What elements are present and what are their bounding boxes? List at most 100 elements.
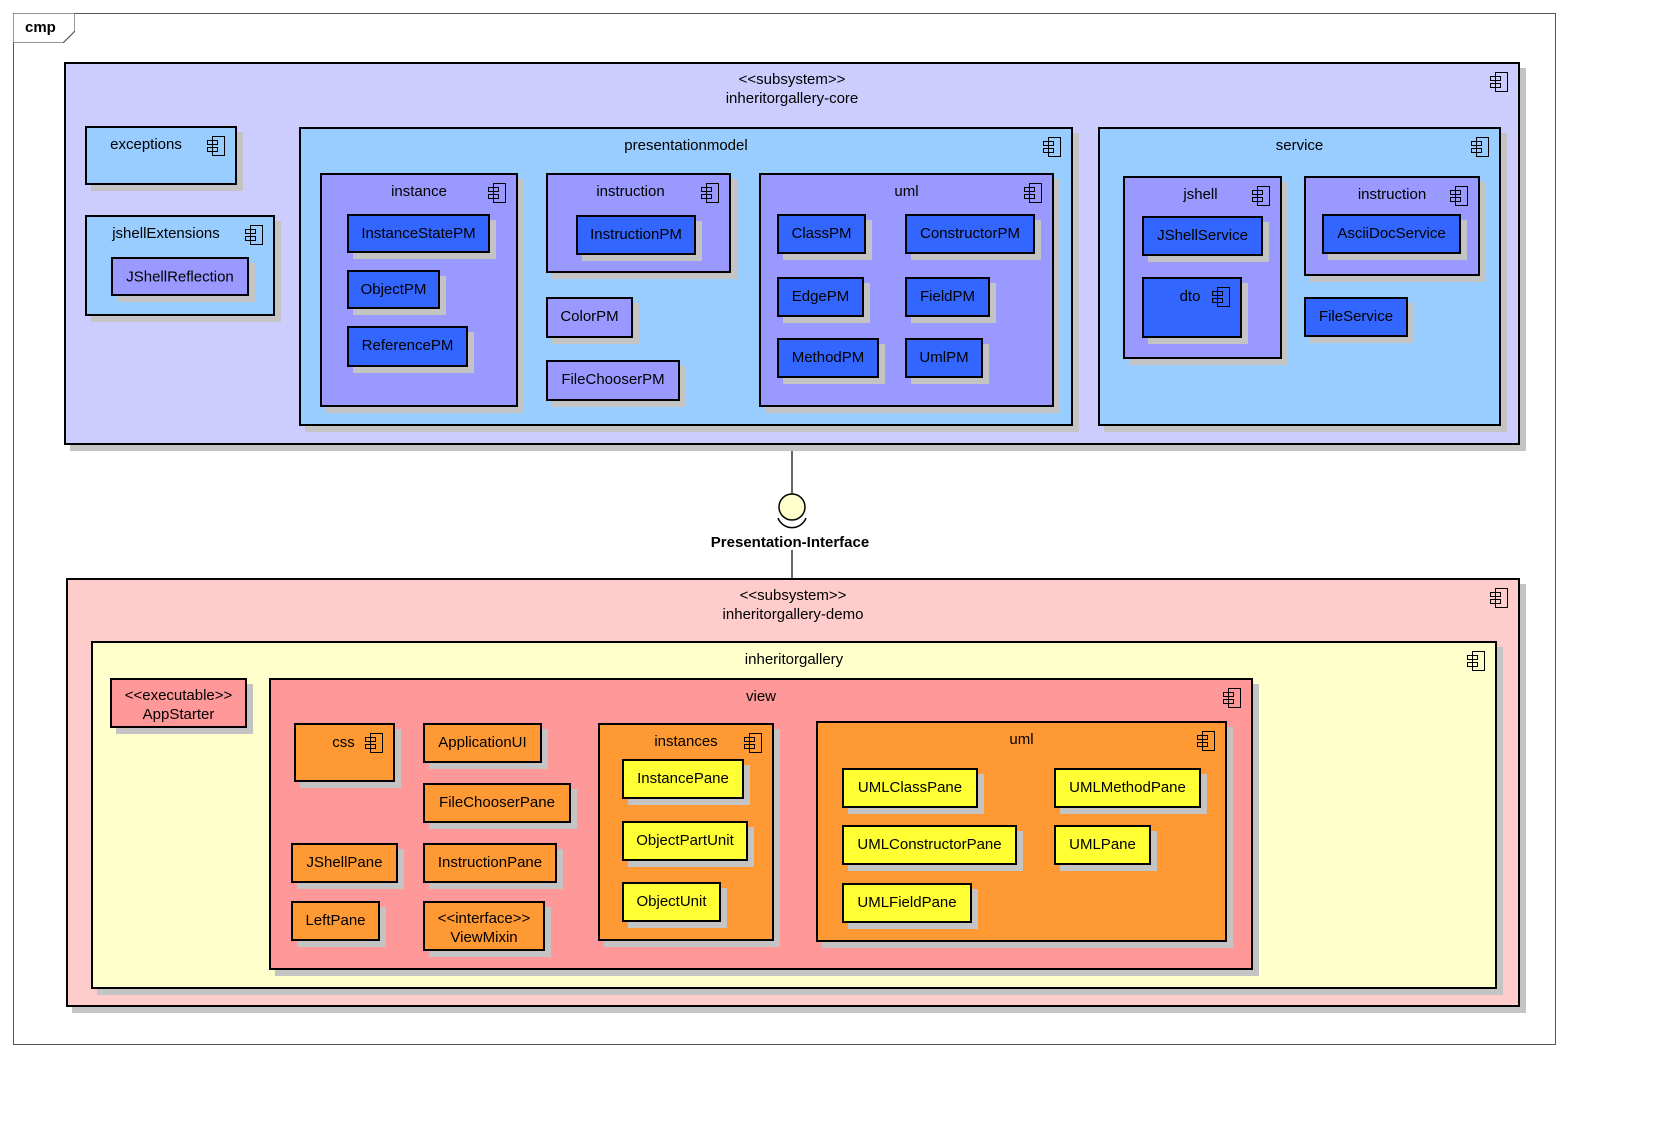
pm-instruction-label: instruction	[596, 183, 665, 200]
core-name: inheritorgallery-core	[725, 90, 859, 107]
frame-label: cmp	[25, 19, 56, 36]
umlmethodpane-component: UMLMethodPane	[1054, 768, 1201, 808]
service-label: service	[1275, 137, 1324, 154]
css-package: css	[294, 723, 395, 782]
demo-name: inheritorgallery-demo	[722, 606, 864, 623]
component-icon	[365, 733, 383, 753]
component-label: UMLFieldPane	[857, 894, 957, 911]
component-label: ReferencePM	[361, 337, 454, 354]
classpm-component: ClassPM	[777, 214, 866, 254]
component-label: FileChooserPM	[561, 371, 665, 388]
fileservice-component: FileService	[1304, 297, 1408, 337]
component-label: LeftPane	[305, 912, 366, 929]
exceptions-package: exceptions	[85, 126, 237, 185]
component-label: ClassPM	[791, 225, 852, 242]
component-label: UMLPane	[1069, 836, 1136, 853]
component-label: JShellService	[1157, 227, 1248, 244]
viewmixin-component: <<interface>> ViewMixin	[423, 901, 545, 951]
dto-package: dto	[1142, 277, 1242, 338]
component-label: MethodPM	[791, 349, 865, 366]
referencepm-component: ReferencePM	[347, 326, 468, 367]
viewmixin-stereotype: <<interface>>	[437, 910, 531, 927]
dto-label: dto	[1179, 288, 1201, 305]
umlfieldpane-component: UMLFieldPane	[842, 883, 972, 923]
objectpm-component: ObjectPM	[347, 270, 440, 309]
view-uml-label: uml	[1009, 731, 1034, 748]
component-label: ObjectPM	[360, 281, 427, 298]
service-jshell-label: jshell	[1183, 186, 1218, 203]
umlpane-component: UMLPane	[1054, 825, 1151, 865]
component-icon	[488, 183, 506, 203]
component-label: UMLConstructorPane	[857, 836, 1002, 853]
inheritorgallery-label: inheritorgallery	[744, 651, 844, 668]
instructionpm-component: InstructionPM	[576, 215, 696, 255]
component-label: ColorPM	[560, 308, 619, 325]
component-label: FileService	[1318, 308, 1394, 325]
component-icon	[245, 225, 263, 245]
component-label: UmlPM	[919, 349, 969, 366]
component-label: FileChooserPane	[439, 794, 555, 811]
component-icon	[744, 733, 762, 753]
component-label: ConstructorPM	[919, 225, 1021, 242]
jshellextensions-label: jshellExtensions	[112, 225, 220, 242]
asciidocservice-component: AsciiDocService	[1322, 214, 1461, 254]
service-instruction-label: instruction	[1357, 186, 1427, 203]
umlclasspane-component: UMLClassPane	[842, 768, 978, 808]
component-label: ObjectUnit	[636, 893, 707, 910]
component-label: UMLClassPane	[857, 779, 963, 796]
appstarter-component: <<executable>> AppStarter	[110, 678, 247, 728]
instancepane-component: InstancePane	[622, 759, 744, 799]
applicationui-component: ApplicationUI	[423, 723, 542, 763]
component-label: JShellReflection	[126, 268, 234, 285]
component-label: JShellPane	[306, 854, 383, 871]
edgepm-component: EdgePM	[777, 277, 864, 317]
demo-stereotype: <<subsystem>>	[739, 587, 847, 604]
filechooserpm-component: FileChooserPM	[546, 360, 680, 401]
component-icon	[1490, 588, 1508, 608]
instance-label: instance	[391, 183, 447, 200]
exceptions-label: exceptions	[110, 136, 182, 153]
pm-uml-label: uml	[894, 183, 919, 200]
jshellservice-component: JShellService	[1142, 216, 1263, 256]
component-icon	[1471, 137, 1489, 157]
appstarter-name: AppStarter	[142, 706, 215, 723]
appstarter-stereotype: <<executable>>	[124, 687, 233, 704]
view-label: view	[745, 688, 776, 705]
component-icon	[1212, 287, 1230, 307]
component-label: ApplicationUI	[438, 734, 527, 751]
component-label: AsciiDocService	[1337, 225, 1446, 242]
component-label: InstancePane	[637, 770, 729, 787]
component-label: ObjectPartUnit	[636, 832, 734, 849]
component-icon	[701, 183, 719, 203]
instructionpane-component: InstructionPane	[423, 843, 557, 883]
component-icon	[1024, 183, 1042, 203]
filechooserpane-component: FileChooserPane	[423, 783, 571, 823]
component-icon	[1252, 186, 1270, 206]
component-icon	[1043, 137, 1061, 157]
core-stereotype: <<subsystem>>	[738, 71, 846, 88]
component-icon	[1490, 72, 1508, 92]
component-icon	[1223, 688, 1241, 708]
methodpm-component: MethodPM	[777, 338, 879, 378]
umlconstructorpane-component: UMLConstructorPane	[842, 825, 1017, 865]
component-icon	[1450, 186, 1468, 206]
presentationmodel-label: presentationmodel	[624, 137, 748, 154]
component-label: UMLMethodPane	[1069, 779, 1186, 796]
jshellpane-component: JShellPane	[291, 843, 398, 883]
constructorpm-component: ConstructorPM	[905, 214, 1035, 254]
leftpane-component: LeftPane	[291, 901, 380, 941]
component-label: EdgePM	[791, 288, 850, 305]
component-icon	[1197, 731, 1215, 751]
jshellreflection-component: JShellReflection	[111, 257, 249, 296]
viewmixin-name: ViewMixin	[450, 929, 518, 946]
instancestatepm-component: InstanceStatePM	[347, 214, 490, 253]
objectunit-component: ObjectUnit	[622, 882, 721, 922]
component-icon	[207, 136, 225, 156]
component-label: FieldPM	[919, 288, 975, 305]
presentation-interface-label: Presentation-Interface	[710, 534, 870, 551]
component-label: InstanceStatePM	[361, 225, 476, 242]
component-label: InstructionPM	[590, 226, 682, 243]
objectpartunit-component: ObjectPartUnit	[622, 821, 748, 861]
css-label: css	[332, 734, 355, 751]
